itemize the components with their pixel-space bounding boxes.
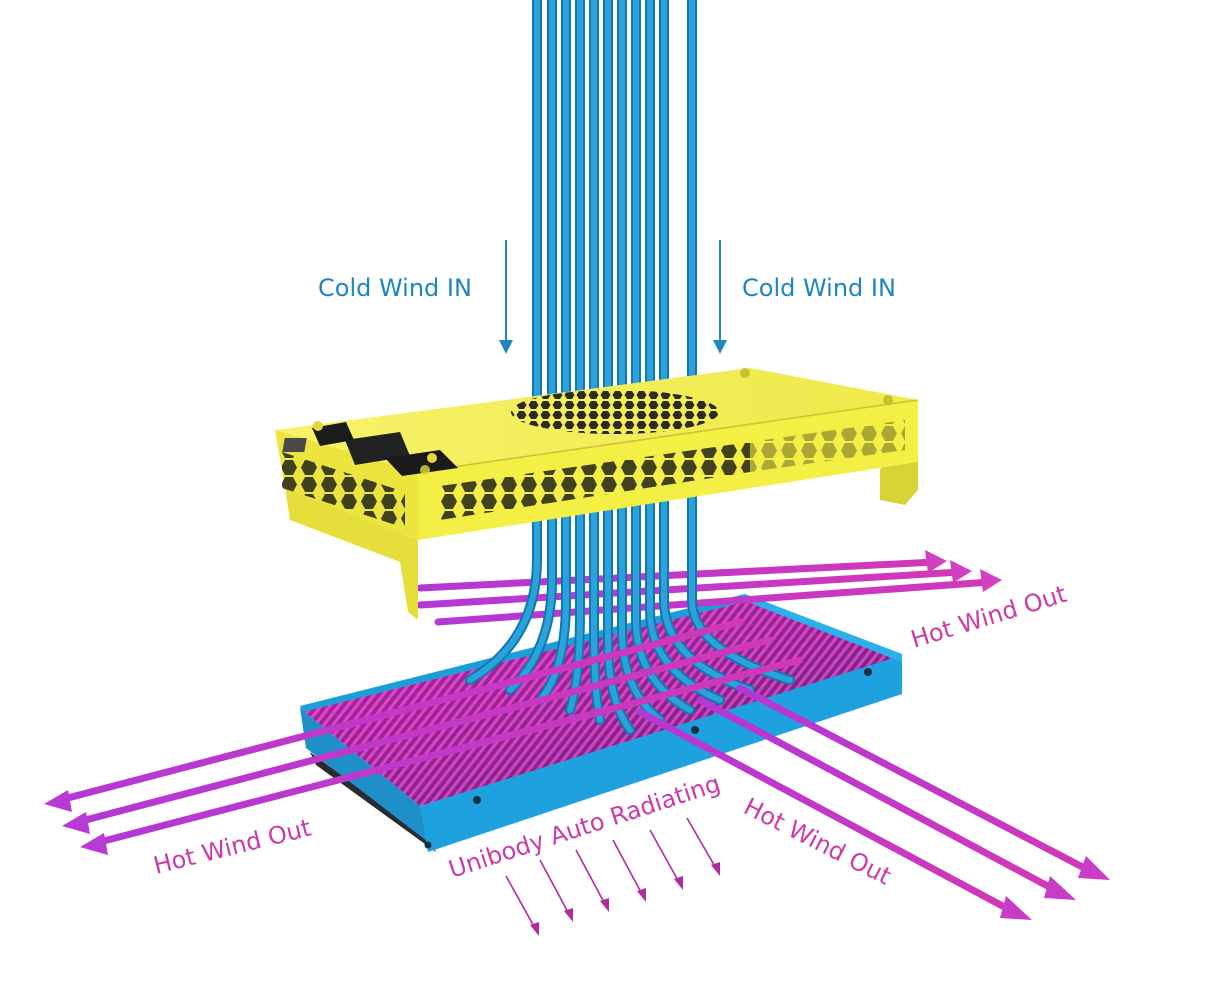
hot-wind-arrowheads-lower-left: [44, 790, 108, 855]
hot-arrowhead: [1044, 876, 1076, 900]
hot-arrowhead: [980, 569, 1002, 592]
hot-arrow-line: [736, 684, 1096, 876]
hot-arrowhead: [950, 560, 972, 583]
hot-arrowhead: [44, 790, 72, 812]
cold-wind-in-label-left: Cold Wind IN: [318, 274, 472, 302]
hot-wind-arrowheads-upper-right: [925, 550, 1002, 592]
hot-wind-arrows-lower-right: [636, 684, 1096, 914]
hot-arrowhead: [1000, 896, 1032, 920]
hot-arrow-line: [416, 558, 939, 592]
hot-arrow-line: [696, 696, 1059, 894]
hot-arrow-line: [56, 618, 744, 804]
hot-arrowhead: [1078, 856, 1110, 880]
heatsink-screw: [424, 841, 432, 849]
enclosure-front-vents-light: [750, 420, 905, 472]
hot-arrowhead: [925, 550, 947, 573]
enclosure-left-leg: [285, 488, 418, 620]
heatsink-screw: [864, 668, 872, 676]
yellow-enclosure: [275, 368, 919, 620]
hot-arrow-line: [92, 656, 804, 847]
hot-wind-arrows-lower-left: [56, 618, 804, 847]
hot-arrow-line: [74, 636, 774, 826]
hot-wind-arrowheads-lower-right: [1000, 856, 1110, 920]
heatsink-screw: [691, 726, 699, 734]
hot-arrowhead: [80, 833, 108, 855]
enclosure-front-vents: [440, 442, 750, 520]
cold-wind-arrows: [499, 240, 727, 354]
enclosure-screw: [883, 395, 893, 405]
heatsink-front-wall: [420, 654, 902, 852]
hot-arrowhead: [62, 812, 90, 834]
power-switches: [282, 421, 458, 476]
hot-arrow-line: [636, 708, 1014, 914]
enclosure-screw: [740, 368, 750, 378]
radiating-arrows: [505, 817, 720, 936]
heatsink-right-rim: [745, 594, 902, 662]
enclosure-top-vent: [511, 390, 719, 434]
enclosure-left-vents: [282, 452, 405, 528]
cold-wind-in-label-right: Cold Wind IN: [742, 274, 896, 302]
switch: [385, 450, 458, 476]
cold-arrow-left-head: [499, 340, 513, 354]
hot-wind-out-label-upper-right: Hot Wind Out: [908, 580, 1070, 654]
heatsink-screw: [473, 796, 481, 804]
cold-arrow-right-head: [713, 340, 727, 354]
